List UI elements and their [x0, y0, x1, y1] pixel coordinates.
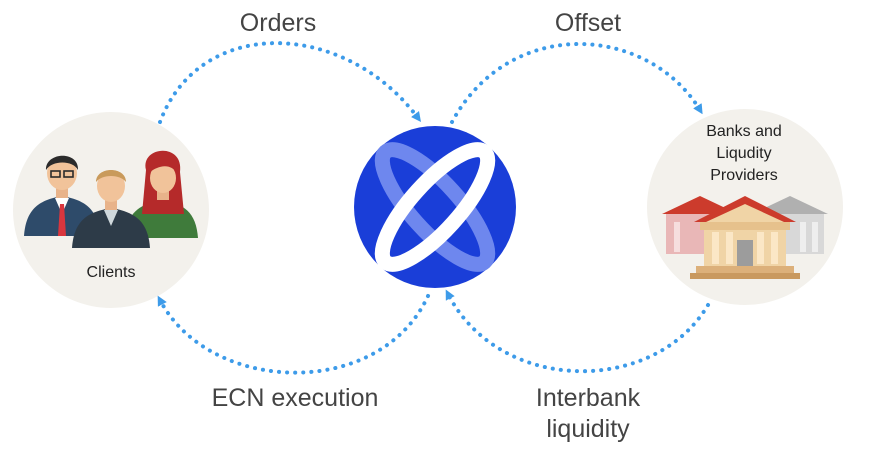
people-icon [24, 150, 198, 248]
banks-label: Banks and Liqudity Providers [706, 123, 782, 184]
clients-label: Clients [86, 264, 136, 281]
ecn-logo-icon [354, 126, 516, 288]
orders-arrow [158, 41, 421, 124]
interbank-liquidity-arrow [445, 289, 710, 374]
ecn-execution-label: ECN execution [211, 384, 379, 412]
offset-arrow [450, 42, 703, 124]
ecn-execution-arrow [157, 294, 430, 375]
bank-buildings-icon [662, 196, 828, 279]
orders-label: Orders [239, 9, 317, 37]
offset-label: Offset [554, 9, 622, 37]
interbank-liquidity-label: Interbank liquidity [535, 384, 641, 443]
